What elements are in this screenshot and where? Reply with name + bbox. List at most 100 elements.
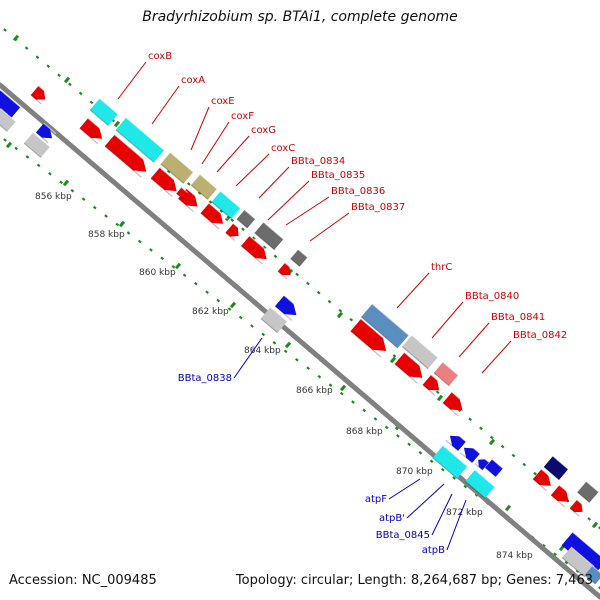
gene-red-thrC-4 — [442, 391, 468, 417]
gene-label-atpb[interactable]: atpB — [422, 499, 467, 556]
gene-left-blue-small — [35, 122, 57, 144]
gene-coxG-block — [211, 190, 241, 220]
scale-dot — [474, 493, 479, 497]
scale-dot — [272, 341, 277, 345]
scale-dot — [171, 264, 176, 269]
scale-dot — [59, 180, 63, 185]
gene-label-coxa[interactable]: coxA — [151, 75, 205, 125]
gene-label-bbta0840[interactable]: BBta_0840 — [431, 291, 519, 339]
scale-dot — [70, 188, 75, 193]
gene-left-gray — [0, 108, 17, 132]
svg-text:BBta_0841: BBta_0841 — [491, 312, 545, 323]
scale-dot — [351, 400, 355, 404]
inner-major-tick — [284, 341, 292, 349]
gene-coxE-block — [160, 152, 194, 184]
gene-coxC-block — [236, 209, 256, 229]
scale-dot — [216, 298, 221, 303]
gene-red-thrC-3 — [422, 374, 444, 396]
gene-BBta0837-block — [290, 249, 308, 267]
gene-label-bbta0835[interactable]: BBta_0835 — [267, 170, 365, 221]
topology-text: Topology: circular; Length: 8,264,687 bp… — [235, 573, 593, 588]
scale-dot — [317, 374, 322, 379]
scale-dot — [208, 200, 213, 204]
svg-text:BBta_0845: BBta_0845 — [376, 530, 430, 541]
gene-blue-upper — [274, 295, 302, 321]
scale-dot — [522, 462, 527, 467]
gene-label-bbta0842[interactable]: BBta_0842 — [481, 330, 567, 374]
svg-text:BBta_0837: BBta_0837 — [351, 202, 405, 213]
gene-BBta0840-block — [401, 334, 439, 370]
svg-text:coxG: coxG — [251, 125, 276, 136]
scale-dot — [205, 290, 209, 294]
inner-major-tick — [504, 504, 512, 512]
svg-text:thrC: thrC — [431, 262, 452, 273]
scale-dot — [187, 182, 191, 186]
gene-BBta0838-block — [260, 306, 288, 334]
gene-label-thrc[interactable]: thrC — [396, 262, 452, 309]
gene-atp-blue-3 — [474, 455, 490, 471]
outer-major-tick — [488, 438, 496, 446]
gene-label-bbta0841[interactable]: BBta_0841 — [458, 312, 545, 358]
gene-label-coxe[interactable]: coxE — [190, 96, 235, 151]
scale-dot — [362, 408, 367, 413]
scale-dot — [586, 577, 591, 582]
gene-atp-blue-1 — [445, 430, 467, 452]
scale-dot — [435, 390, 440, 394]
scale-dot — [384, 425, 389, 430]
outer-major-tick — [336, 311, 344, 319]
map-title: Bradyrhizobium sp. BTAi1, complete genom… — [142, 9, 458, 25]
scale-dot — [241, 227, 245, 232]
gene-label-atpf[interactable]: atpF — [365, 478, 421, 505]
scale-dot — [250, 324, 254, 328]
scale-tick-label: 864 kbp — [244, 346, 281, 356]
svg-text:BBta_0835: BBta_0835 — [311, 170, 365, 181]
gene-label-bbta0838[interactable]: BBta_0838 — [178, 337, 263, 384]
gene-label-coxb[interactable]: coxB — [117, 51, 172, 100]
gene-red-5 — [200, 202, 228, 230]
svg-text:BBta_0840: BBta_0840 — [465, 291, 519, 302]
scale-dot — [160, 256, 165, 261]
svg-text:coxC: coxC — [271, 143, 295, 154]
scale-dot — [104, 214, 108, 218]
scale-dot — [429, 459, 434, 464]
inner-major-tick — [174, 262, 182, 270]
scale-dot — [14, 146, 19, 151]
gene-left-gray-small — [23, 132, 51, 158]
scale-dot — [328, 383, 333, 387]
gene-label-atpb[interactable]: atpB' — [379, 483, 445, 524]
scale-dot — [452, 476, 456, 480]
scale-dot — [273, 254, 278, 259]
svg-text:atpF: atpF — [365, 494, 387, 505]
gene-label-coxc[interactable]: coxC — [235, 143, 295, 187]
gene-label-bbta0834[interactable]: BBta_0834 — [258, 156, 345, 199]
gene-label-bbta0836[interactable]: BBta_0836 — [285, 186, 385, 226]
inner-major-tick — [62, 179, 70, 187]
scale-dot — [463, 484, 468, 489]
gene-label-coxg[interactable]: coxG — [216, 125, 276, 173]
scale-dot — [316, 290, 321, 295]
scale-dot — [197, 191, 202, 195]
inner-major-tick — [339, 384, 347, 392]
scale-dot — [500, 444, 505, 449]
inner-major-tick — [229, 301, 237, 309]
scale-dot — [46, 64, 51, 69]
gene-bottom-right-gray — [561, 546, 595, 578]
scale-tick-label: 874 kbp — [496, 551, 533, 561]
scale-dot — [396, 434, 400, 438]
scale-dot — [479, 426, 483, 431]
svg-text:coxA: coxA — [181, 75, 205, 86]
gene-label-coxf[interactable]: coxF — [201, 111, 254, 165]
svg-text:BBta_0838: BBta_0838 — [178, 373, 232, 384]
gene-right-gray — [576, 481, 600, 503]
scale-dot — [25, 155, 30, 159]
gene-label-bbta0837[interactable]: BBta_0837 — [309, 202, 405, 242]
scale-dot — [193, 281, 198, 286]
svg-text:BBta_0836: BBta_0836 — [331, 186, 385, 197]
gene-red-small — [175, 186, 189, 200]
scale-dot — [489, 435, 494, 440]
gene-label-bbta0845[interactable]: BBta_0845 — [376, 493, 453, 541]
gene-red-1 — [79, 117, 107, 145]
gene-coxA-block — [115, 117, 165, 163]
